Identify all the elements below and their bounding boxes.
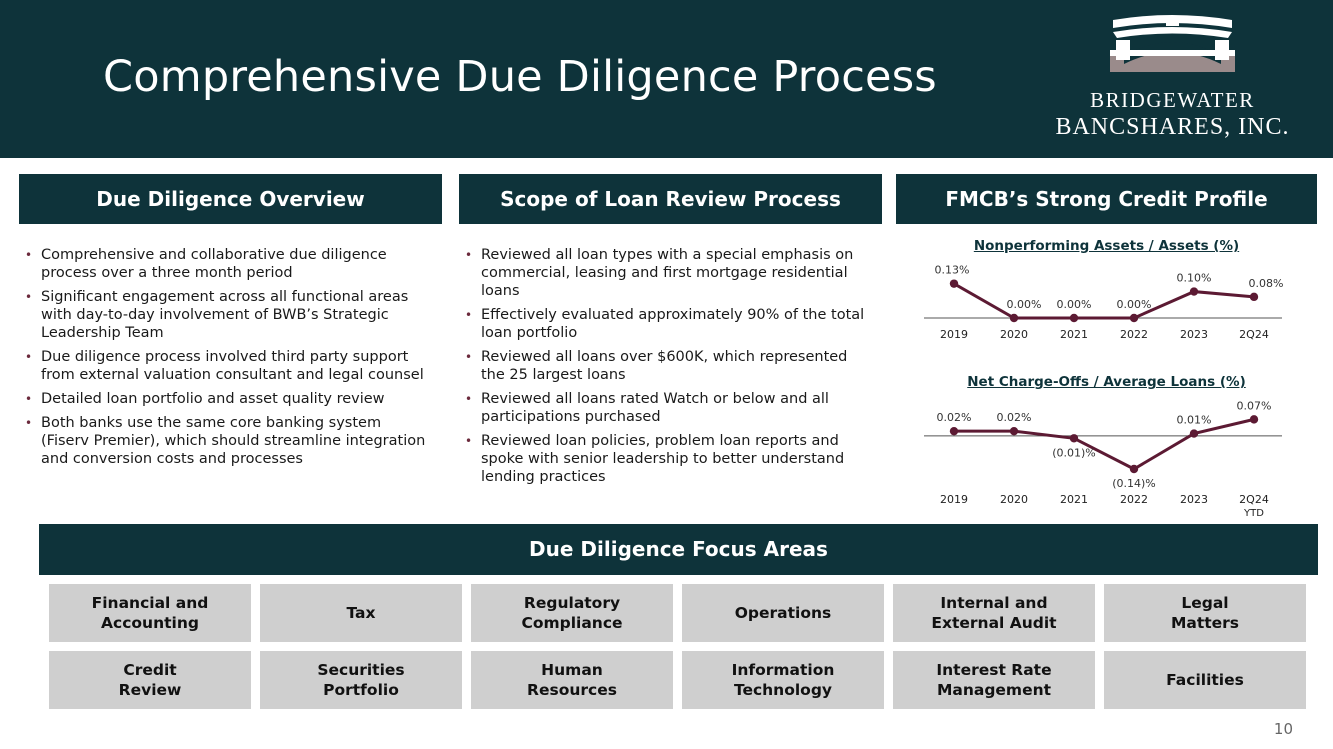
tick-label: 2023 (1180, 493, 1208, 506)
overview-heading: Due Diligence Overview (19, 174, 442, 224)
focus-area-cell: Legal Matters (1104, 584, 1306, 642)
data-label: 0.07% (1237, 399, 1272, 412)
list-item: Comprehensive and collaborative due dili… (22, 246, 432, 282)
tick-label: 2021 (1060, 328, 1088, 341)
list-item: Due diligence process involved third par… (22, 348, 432, 384)
focus-areas-heading: Due Diligence Focus Areas (39, 524, 1318, 575)
tick-label: 2023 (1180, 328, 1208, 341)
npa-chart-title: Nonperforming Assets / Assets (%) (973, 238, 1240, 254)
data-label: 0.00% (1117, 298, 1152, 311)
data-point (1069, 313, 1079, 323)
data-point (1249, 415, 1259, 424)
series-line (954, 417, 1255, 471)
focus-area-cell: Human Resources (471, 651, 673, 709)
data-label: (0.14)% (1112, 477, 1156, 490)
page-number: 10 (1273, 720, 1293, 738)
page-title: Comprehensive Due Diligence Process (103, 52, 937, 102)
data-label: 0.13% (935, 264, 970, 277)
list-item: Reviewed all loan types with a special e… (462, 246, 874, 300)
list-item: Reviewed loan policies, problem loan rep… (462, 432, 874, 486)
focus-area-cell: Securities Portfolio (260, 651, 462, 709)
data-label: 0.00% (1007, 298, 1042, 311)
nco-line-chart: 0.02% 2019 0.02% 2020 (0.01)% 2021 (0.14)% 2022… (924, 399, 1282, 519)
data-label: 0.02% (937, 411, 972, 424)
scope-list: Reviewed all loan types with a special e… (462, 246, 874, 492)
list-item: Both banks use the same core banking sys… (22, 414, 432, 468)
tick-label: 2019 (940, 493, 968, 506)
tick-label: 2020 (1000, 493, 1028, 506)
logo-wordmark-line1: BRIDGEWATER (1090, 88, 1255, 112)
data-label: 0.10% (1177, 272, 1212, 285)
data-point (1009, 426, 1019, 436)
tick-label: 2Q24 (1239, 493, 1269, 506)
credit-heading: FMCB’s Strong Credit Profile (896, 174, 1317, 224)
list-item: Detailed loan portfolio and asset qualit… (22, 390, 432, 408)
focus-area-cell: Facilities (1104, 651, 1306, 709)
tick-label: 2021 (1060, 493, 1088, 506)
data-label: (0.01)% (1052, 446, 1096, 459)
nco-chart-title: Net Charge-Offs / Average Loans (%) (967, 374, 1246, 390)
data-point (1129, 464, 1139, 474)
overview-list: Comprehensive and collaborative due dili… (22, 246, 432, 474)
tick-label: 2019 (940, 328, 968, 341)
focus-area-cell: Credit Review (49, 651, 251, 709)
tick-sublabel: YTD (1243, 508, 1264, 519)
data-point (1069, 434, 1079, 443)
list-item: Effectively evaluated approximately 90% … (462, 306, 874, 342)
npa-line-chart: 0.13% 2019 0.00% 2020 0.00% 2021 0.00% 2022 0.10… (924, 264, 1284, 341)
tick-label: 2022 (1120, 493, 1148, 506)
focus-area-cell: Interest Rate Management (893, 651, 1095, 709)
tick-label: 2Q24 (1239, 328, 1269, 341)
data-point (949, 426, 959, 436)
list-item: Reviewed all loans over $600K, which rep… (462, 348, 874, 384)
list-item: Significant engagement across all functi… (22, 288, 432, 342)
data-point (1129, 313, 1139, 323)
series-line (953, 282, 1255, 320)
logo-wordmark-line2: BANCSHARES, INC. (1055, 114, 1290, 140)
bridge-arch-icon (1110, 15, 1235, 72)
focus-area-cell: Financial and Accounting (49, 584, 251, 642)
tick-label: 2020 (1000, 328, 1028, 341)
company-logo: BRIDGEWATER BANCSHARES, INC. (1040, 14, 1305, 144)
focus-area-cell: Regulatory Compliance (471, 584, 673, 642)
data-point (1249, 292, 1259, 302)
focus-area-cell: Tax (260, 584, 462, 642)
data-point (1189, 287, 1199, 296)
tick-label: 2022 (1120, 328, 1148, 341)
focus-area-cell: Internal and External Audit (893, 584, 1095, 642)
focus-area-cell: Information Technology (682, 651, 884, 709)
list-item: Reviewed all loans rated Watch or below … (462, 390, 874, 426)
data-point (1189, 429, 1199, 438)
data-point (1009, 313, 1019, 323)
header-banner: Comprehensive Due Diligence Process BRID… (0, 0, 1333, 158)
scope-heading: Scope of Loan Review Process (459, 174, 882, 224)
data-label: 0.00% (1057, 298, 1092, 311)
data-point (949, 279, 959, 288)
data-label: 0.02% (997, 411, 1032, 424)
data-label: 0.08% (1249, 277, 1284, 290)
focus-area-cell: Operations (682, 584, 884, 642)
data-label: 0.01% (1177, 414, 1212, 427)
